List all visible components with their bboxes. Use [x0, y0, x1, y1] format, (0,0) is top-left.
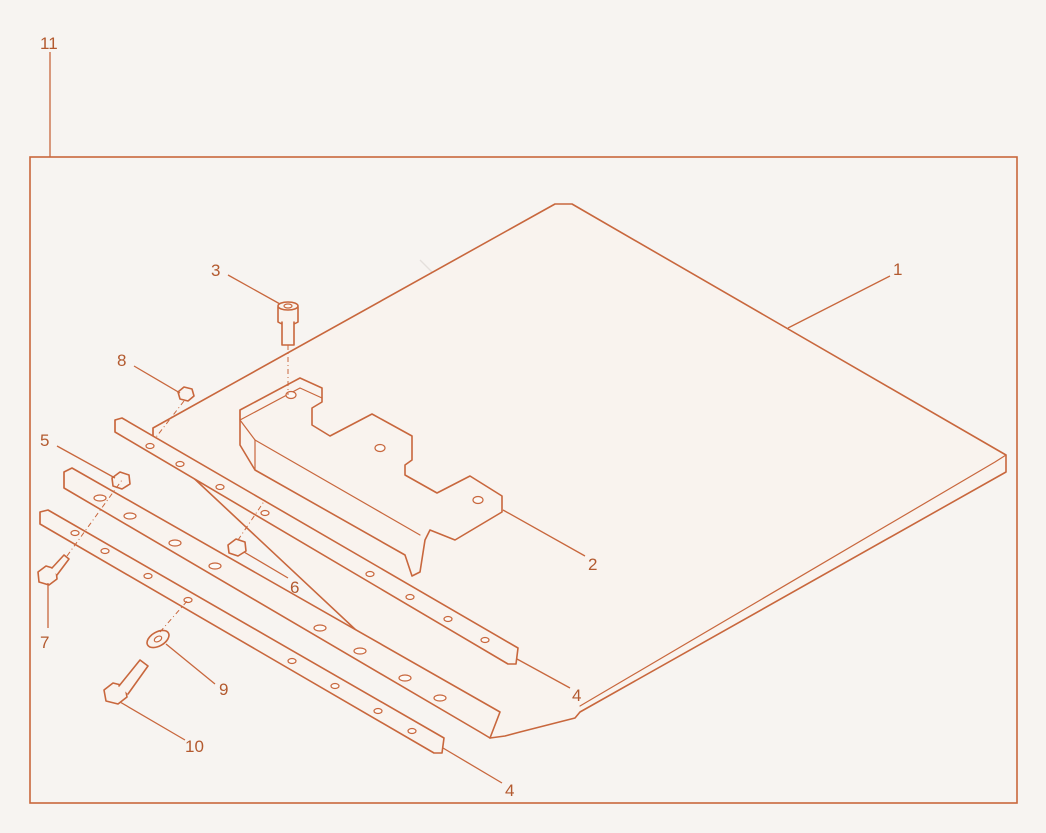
hex-bolt-7[interactable] [37, 554, 70, 586]
callout-leaders [47, 274, 891, 784]
callout-7: 7 [40, 633, 49, 652]
callout-9: 9 [219, 680, 228, 699]
callout-4-lower: 4 [505, 781, 514, 800]
socket-cap-screw[interactable] [277, 301, 299, 346]
washer-9[interactable] [144, 627, 172, 651]
callout-11: 11 [40, 34, 58, 53]
callout-2: 2 [588, 555, 597, 574]
callout-labels: 11 1 2 3 4 4 5 6 7 8 9 10 [40, 34, 902, 800]
bolt-7-axis-line [66, 479, 123, 557]
upper-rail[interactable] [114, 417, 519, 665]
nut-8-axis-line [149, 400, 185, 446]
callout-3: 3 [211, 261, 220, 280]
nut-5[interactable] [111, 471, 131, 490]
lower-rail[interactable] [39, 509, 445, 754]
assembly-frame [29, 156, 1018, 804]
hex-bolt-10[interactable] [103, 659, 149, 705]
nut-6-axis-line [237, 499, 266, 541]
callout-5: 5 [40, 431, 49, 450]
washer-axis-line [159, 599, 189, 633]
callout-4-upper: 4 [572, 686, 581, 705]
callout-10: 10 [185, 737, 204, 756]
nut-8[interactable] [177, 386, 195, 402]
callout-6: 6 [290, 578, 299, 597]
nut-6[interactable] [227, 538, 247, 557]
mounting-bracket[interactable] [239, 377, 503, 577]
callout-8: 8 [117, 351, 126, 370]
slotted-plate[interactable] [63, 467, 501, 739]
callout-1: 1 [893, 260, 902, 279]
